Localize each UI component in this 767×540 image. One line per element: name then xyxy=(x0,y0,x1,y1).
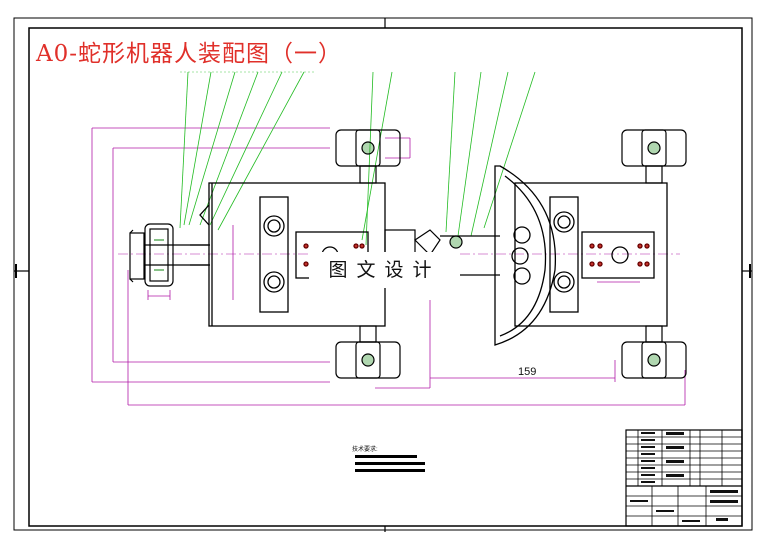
dimension-label: 159 xyxy=(518,366,537,378)
right-track-units xyxy=(621,129,687,379)
centering-marks xyxy=(14,18,752,532)
right-body xyxy=(494,165,668,346)
end-coupling xyxy=(129,223,210,287)
technical-notes-lines xyxy=(355,455,425,472)
left-track-units xyxy=(335,129,401,379)
drawing-title: A0-蛇形机器人装配图（一） xyxy=(36,41,343,67)
leader-lines xyxy=(179,71,536,246)
dimension-lines xyxy=(91,127,686,406)
technical-notes-title: 技术要求: xyxy=(352,447,378,453)
watermark-label: 图文设计 xyxy=(309,252,460,288)
title-block-text-marks xyxy=(630,432,738,522)
outer-border xyxy=(13,17,753,531)
title-block xyxy=(625,429,743,527)
